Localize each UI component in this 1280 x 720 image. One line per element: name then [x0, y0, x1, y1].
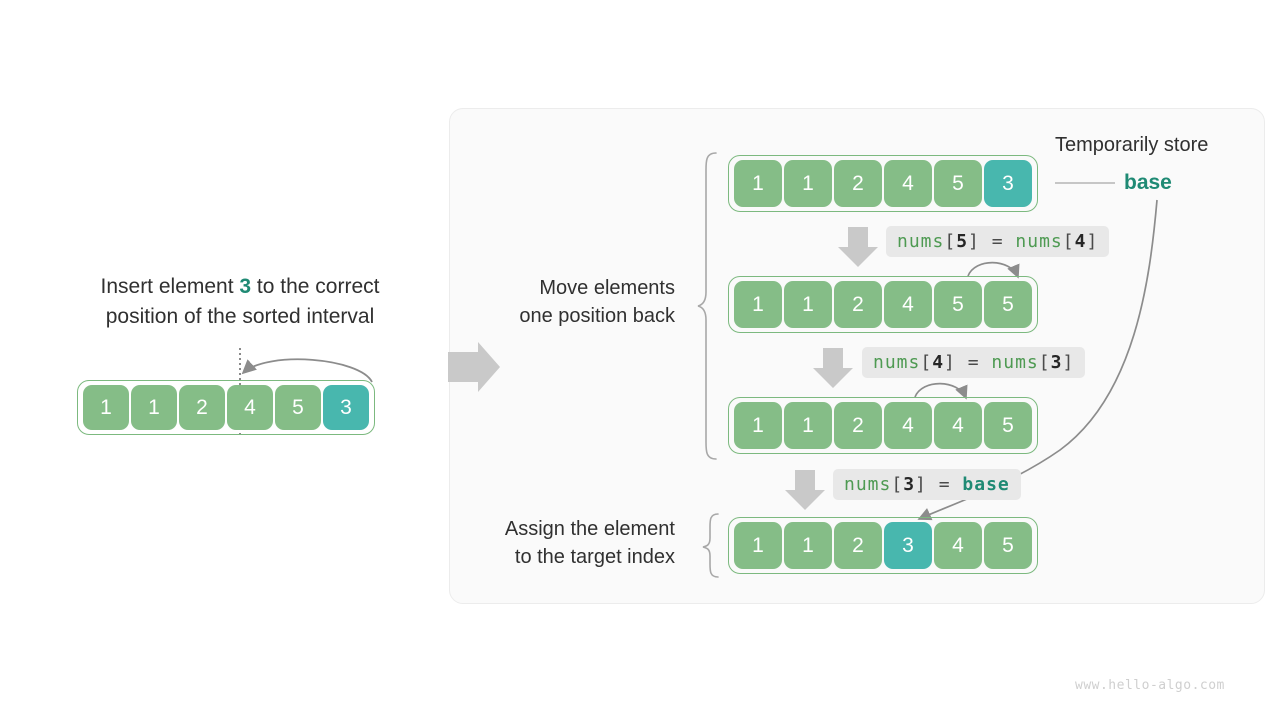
code-lhs-name: nums: [897, 231, 945, 252]
code-operator: =: [979, 231, 1016, 252]
code-lhs-name: nums: [844, 474, 892, 495]
code-rhs-name: nums: [1015, 231, 1063, 252]
array-cell: 5: [275, 385, 321, 430]
code-lhs-name: nums: [873, 352, 921, 373]
caption-line-two: position of the sorted interval: [105, 305, 375, 328]
code-step-3: nums[3] = base: [833, 469, 1021, 500]
array-cell: 2: [834, 402, 882, 449]
array-cell: 4: [884, 281, 932, 328]
code-bracket-close: ]: [968, 231, 980, 252]
code-rhs-name: nums: [991, 352, 1039, 373]
code-lhs-index: 4: [932, 352, 945, 373]
array-cell: 1: [734, 522, 782, 569]
code-bracket-close: ]: [944, 352, 956, 373]
array-cell: 1: [784, 160, 832, 207]
label-line: to the target index: [514, 546, 675, 568]
code-lhs-index: 3: [903, 474, 916, 495]
code-bracket-open: [: [1038, 352, 1051, 373]
array-cell: 4: [884, 160, 932, 207]
array-cell: 1: [131, 385, 177, 430]
array-cell: 1: [784, 522, 832, 569]
label-temporarily-store: Temporarily store: [1055, 134, 1209, 156]
array-cell: 1: [734, 402, 782, 449]
code-step-1: nums[5] = nums[4]: [886, 226, 1110, 257]
insert-arrow: [241, 358, 373, 383]
array-cell: 2: [179, 385, 225, 430]
array-cell: 4: [227, 385, 273, 430]
label-line: Move elements: [539, 277, 675, 299]
code-bracket-open: [: [891, 474, 904, 495]
array-cell: 5: [984, 522, 1032, 569]
array-cell: 2: [834, 160, 882, 207]
caption-text-pre: Insert element: [100, 275, 240, 298]
code-bracket-close: ]: [1086, 231, 1099, 252]
array-cell: 3: [984, 160, 1032, 207]
label-line: one position back: [519, 305, 675, 327]
array-cell: 1: [784, 281, 832, 328]
array-cell: 5: [934, 281, 982, 328]
array-cell: 4: [934, 402, 982, 449]
code-operator: =: [926, 474, 963, 495]
code-rhs-index: 4: [1074, 231, 1087, 252]
array-cell: 4: [934, 522, 982, 569]
array-cell: 4: [884, 402, 932, 449]
code-bracket-close: ]: [915, 474, 927, 495]
array-cell: 2: [834, 281, 882, 328]
code-bracket-open: [: [944, 231, 957, 252]
label-line: Assign the element: [504, 518, 675, 540]
code-bracket-close: ]: [1062, 352, 1075, 373]
label-base-variable: base: [1124, 171, 1172, 194]
label-move-elements: Move elements one position back: [470, 274, 675, 330]
code-bracket-open: [: [920, 352, 933, 373]
array-cell: 5: [934, 160, 982, 207]
caption-highlight-value: 3: [239, 275, 252, 298]
array-cell: 3: [323, 385, 369, 430]
array-cell: 3: [884, 522, 932, 569]
array-cell: 2: [834, 522, 882, 569]
code-bracket-open: [: [1062, 231, 1075, 252]
code-step-2: nums[4] = nums[3]: [862, 347, 1086, 378]
array-cell: 5: [984, 281, 1032, 328]
array-cell: 1: [734, 160, 782, 207]
array-cell: 1: [83, 385, 129, 430]
array-cell: 1: [784, 402, 832, 449]
label-assign-element: Assign the element to the target index: [450, 515, 675, 571]
caption-text-post: to the correct: [251, 275, 380, 298]
code-lhs-index: 5: [956, 231, 969, 252]
code-rhs-base: base: [962, 474, 1010, 495]
array-cell: 1: [734, 281, 782, 328]
watermark: www.hello-algo.com: [1075, 678, 1225, 693]
code-operator: =: [955, 352, 992, 373]
left-caption: Insert element 3 to the correct position…: [60, 272, 420, 332]
array-cell: 5: [984, 402, 1032, 449]
code-rhs-index: 3: [1050, 352, 1063, 373]
